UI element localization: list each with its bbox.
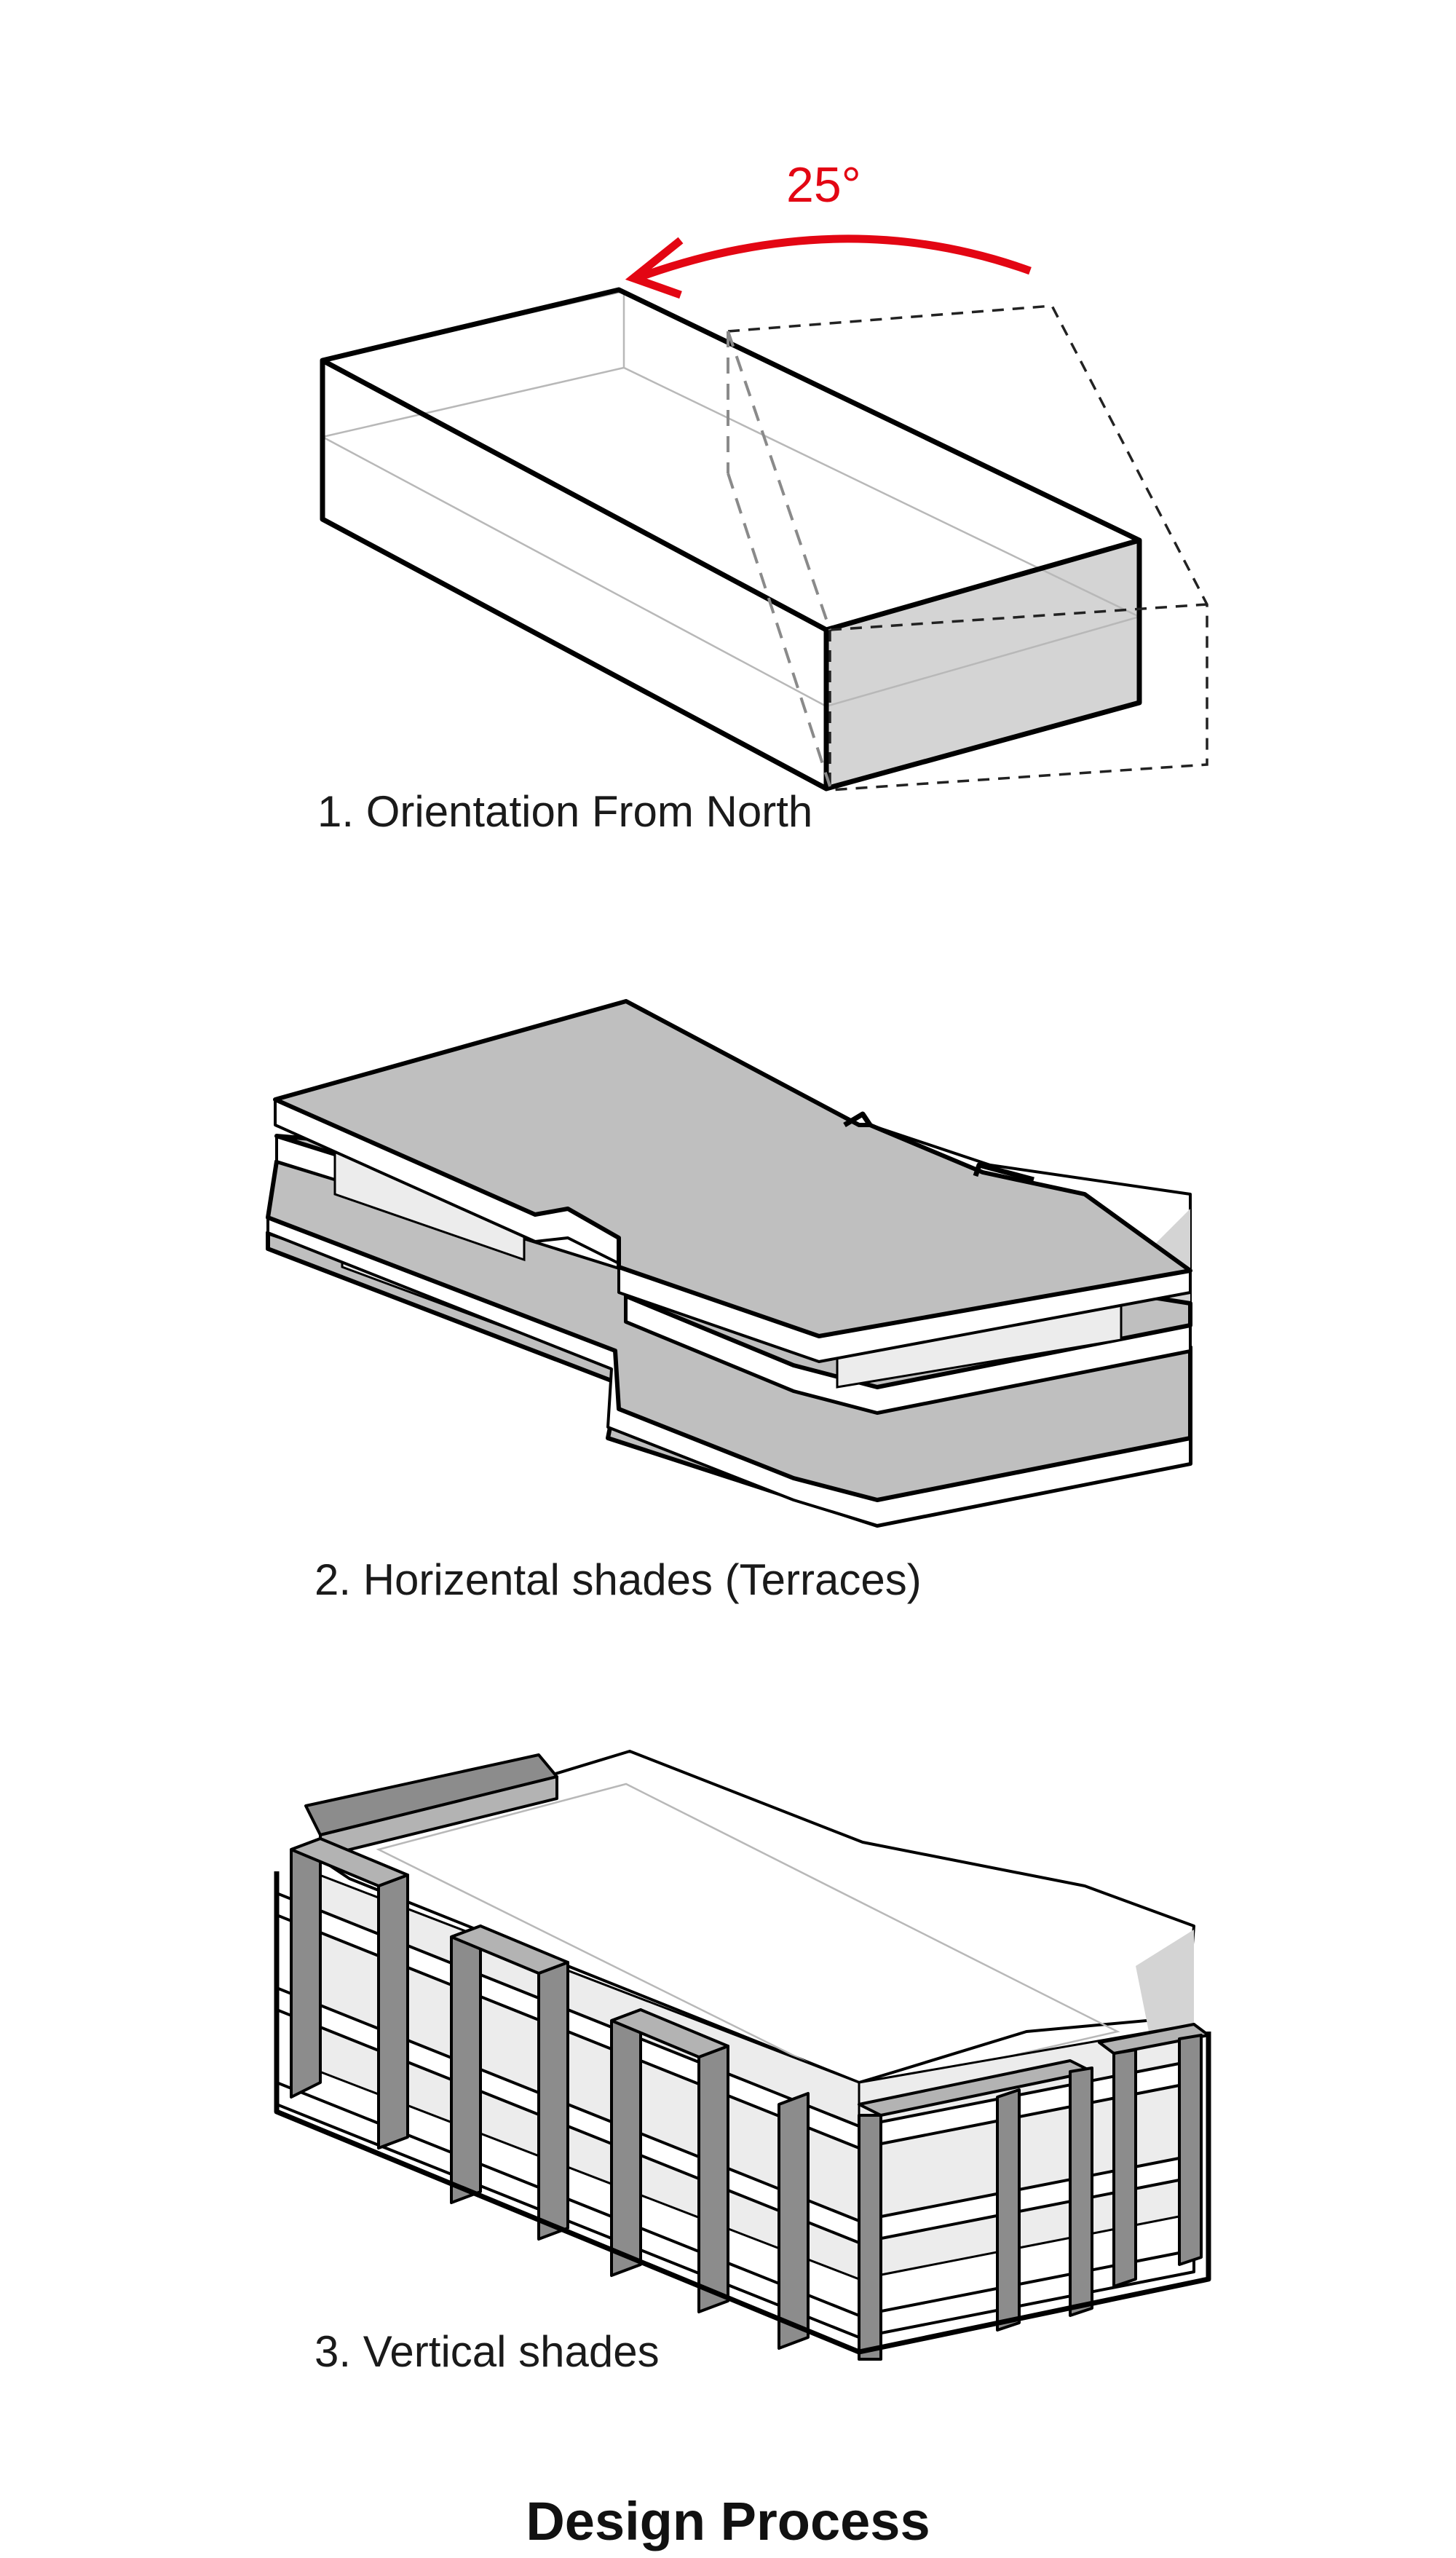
rotation-arrow	[625, 234, 1032, 299]
step-1-caption: 1. Orientation From North	[317, 787, 813, 836]
original-footprint-outline	[727, 304, 1208, 792]
step-2-terraces-block	[266, 999, 1192, 1528]
step-1-orientation-box	[320, 234, 1208, 792]
diagram-title: Design Process	[526, 2491, 930, 2551]
step-3-caption: 3. Vertical shades	[314, 2327, 660, 2376]
vertical-fin-group-right	[858, 2023, 1210, 2361]
vertical-fin-group	[290, 1837, 810, 2350]
step-3-vertical-shades-block	[274, 1750, 1211, 2361]
step-2-caption: 2. Horizental shades (Terraces)	[314, 1555, 922, 1604]
rotation-angle-label: 25°	[786, 157, 861, 213]
